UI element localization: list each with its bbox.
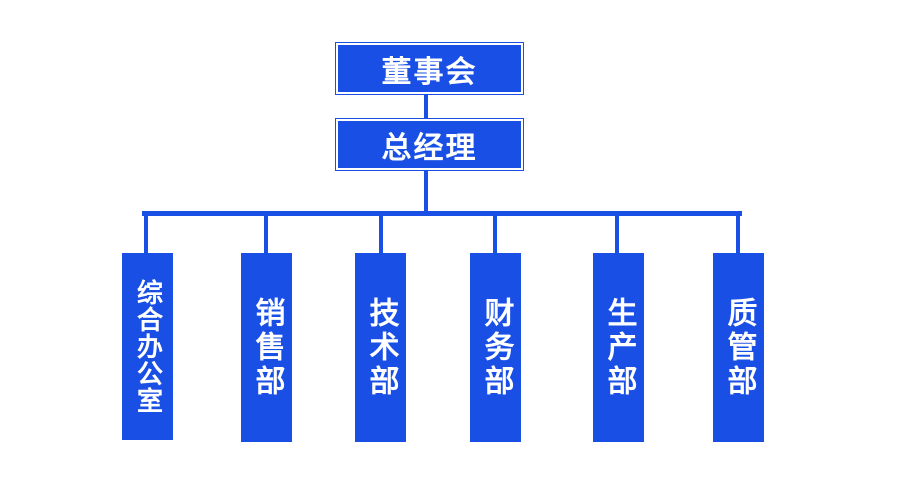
connector-gm-to-bus: [424, 168, 428, 213]
connector-dept-5: [615, 213, 619, 255]
connector-dept-3: [379, 213, 383, 255]
connector-dept-6: [736, 213, 740, 255]
dept-box-technology: 技术部: [355, 253, 406, 442]
general-manager-box: 总经理: [335, 118, 524, 171]
dept-label: 质管部: [721, 296, 757, 399]
dept-box-sales: 销售部: [241, 253, 292, 442]
dept-label: 财务部: [478, 296, 514, 399]
dept-box-quality: 质管部: [713, 253, 764, 442]
dept-box-production: 生产部: [593, 253, 644, 442]
board-box: 董事会: [335, 42, 524, 95]
horizontal-bus: [142, 211, 742, 216]
connector-dept-4: [493, 213, 497, 255]
connector-dept-2: [264, 213, 268, 255]
dept-label: 综合办公室: [132, 279, 163, 414]
dept-label: 生产部: [601, 296, 637, 399]
general-manager-label: 总经理: [381, 130, 478, 166]
board-label: 董事会: [381, 54, 478, 90]
dept-label: 销售部: [249, 296, 285, 399]
connector-board-to-gm: [424, 92, 428, 120]
dept-box-general-office: 综合办公室: [122, 253, 173, 440]
connector-dept-1: [144, 213, 148, 255]
dept-label: 技术部: [363, 296, 399, 399]
dept-box-finance: 财务部: [470, 253, 521, 442]
